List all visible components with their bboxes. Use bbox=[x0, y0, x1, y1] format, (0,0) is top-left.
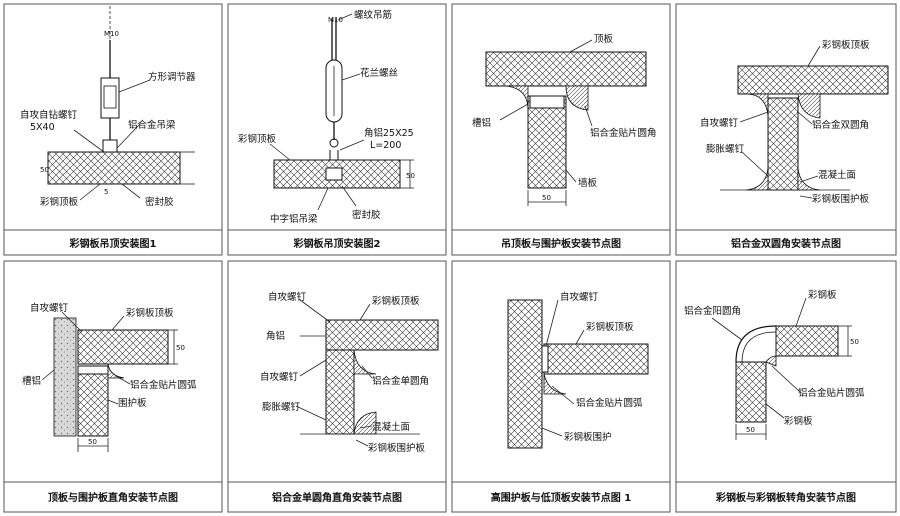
panel-3-ceiling-wall-node: 吊顶板与围护板安装节点图 顶板 槽铝 铝合金贴片圆角 墙板 50 bbox=[451, 3, 671, 256]
panel-6-single-round-node: 铝合金单圆角直角安装节点图 自攻螺钉 彩钢板顶板 角铝 自攻螺钉 铝合金单圆角 … bbox=[227, 260, 447, 513]
panel-1-screw-label: 自攻自钻螺钉 bbox=[20, 109, 78, 121]
panel-2-beam-label: 中字铝吊梁 bbox=[270, 213, 318, 225]
panel-8-caption-box bbox=[675, 481, 897, 513]
panel-6-anchor-label: 膨胀螺钉 bbox=[262, 401, 301, 413]
panel-5-ceiling bbox=[77, 329, 169, 365]
panel-6-single-corner-label: 铝合金单圆角 bbox=[372, 375, 429, 387]
panel-4-double-corner-label: 铝合金双圆角 bbox=[812, 119, 869, 131]
panel-8-panel-bottom-label: 彩钢板 bbox=[784, 415, 813, 427]
panel-7-wall-label: 彩钢板围护 bbox=[564, 431, 612, 443]
panel-7-caption: 高围护板与低顶板安装节点图 1 bbox=[491, 491, 631, 504]
panel-5-wall-label: 围护板 bbox=[118, 397, 147, 409]
panel-4-caption-box bbox=[675, 229, 897, 256]
panel-3-dim-width: 50 bbox=[542, 194, 551, 202]
panel-8-outer-corner-label: 铝合金阳圆角 bbox=[684, 305, 741, 317]
panel-6-wall bbox=[325, 349, 355, 435]
panel-3-channel-label: 槽铝 bbox=[472, 117, 491, 129]
panel-5-caption-box bbox=[3, 481, 223, 513]
panel-5-channel-label: 槽铝 bbox=[22, 375, 41, 387]
panel-6-floor-label: 混凝土面 bbox=[372, 421, 410, 433]
panel-6-wall-label: 彩钢板围护板 bbox=[368, 442, 426, 454]
panel-1-caption-box bbox=[3, 229, 223, 256]
panel-8-frame bbox=[675, 260, 897, 513]
panel-3-ceiling bbox=[485, 51, 647, 87]
panel-7-screw-label: 自攻螺钉 bbox=[560, 291, 599, 303]
panel-8-panel-horizontal bbox=[775, 325, 839, 357]
panel-2-angle-label: 角铝25X25 bbox=[364, 127, 414, 139]
panel-2-caption-box bbox=[227, 229, 447, 256]
panel-3-ceiling-label: 顶板 bbox=[594, 33, 614, 45]
panel-1-dim-gap: 5 bbox=[104, 188, 108, 196]
panel-4-anchor-label: 膨胀螺钉 bbox=[706, 143, 745, 155]
panel-4-ceiling-label: 彩钢板顶板 bbox=[822, 39, 870, 51]
panel-8-arc-label: 铝合金贴片圆弧 bbox=[798, 387, 865, 399]
panel-5-wall bbox=[77, 371, 109, 437]
panel-2-board-label: 彩钢顶板 bbox=[238, 133, 277, 145]
panel-5-arc-label: 铝合金贴片圆弧 bbox=[130, 379, 197, 391]
panel-4-floor-label: 混凝土面 bbox=[818, 169, 856, 181]
panel-4-wall bbox=[767, 97, 799, 191]
panel-1-board bbox=[47, 151, 181, 185]
panel-1-board-label: 彩钢顶板 bbox=[40, 196, 79, 208]
panel-2-rod-label: 螺纹吊筋 bbox=[354, 9, 392, 21]
panel-1-sealant-label: 密封胶 bbox=[145, 196, 174, 208]
panel-2-ceiling-install-2: 彩钢板吊顶安装图2 M10 螺纹吊筋 花兰螺丝 角铝25X25 L=200 50… bbox=[227, 3, 447, 256]
panel-5-dim-thick: 50 bbox=[176, 344, 185, 352]
panel-3-caption: 吊顶板与围护板安装节点图 bbox=[501, 237, 621, 250]
panel-7-high-wall-low-ceiling-node: 高围护板与低顶板安装节点图 1 自攻螺钉 彩钢板顶板 铝合金贴片圆弧 彩钢板围护 bbox=[451, 260, 671, 513]
panel-2-m10-label: M10 bbox=[328, 16, 343, 24]
panel-6-angle-label: 角铝 bbox=[266, 330, 285, 342]
panel-4-wall-label: 彩钢板围护板 bbox=[812, 193, 870, 205]
panel-8-caption: 彩钢板与彩钢板转角安装节点图 bbox=[715, 491, 856, 504]
panel-8-dim-width: 50 bbox=[746, 426, 755, 434]
panel-1-screw-size: 5X40 bbox=[30, 122, 55, 133]
panel-7-ceiling bbox=[543, 343, 649, 375]
panel-6-screw-mid-label: 自攻螺钉 bbox=[260, 371, 299, 383]
panel-5-dim-width: 50 bbox=[88, 438, 97, 446]
panel-1-adjuster-label: 方形调节器 bbox=[148, 71, 196, 83]
panel-8-dim-thick: 50 bbox=[850, 338, 859, 346]
panel-1-caption: 彩钢板吊顶安装图1 bbox=[69, 237, 157, 250]
panel-8-panel-top-label: 彩钢板 bbox=[808, 289, 837, 301]
panel-6-caption: 铝合金单圆角直角安装节点图 bbox=[272, 491, 402, 504]
panel-3-wall-label: 墙板 bbox=[578, 177, 598, 189]
panel-3-caption-box bbox=[451, 229, 671, 256]
panel-2-caption: 彩钢板吊顶安装图2 bbox=[293, 237, 381, 250]
panel-5-caption: 顶板与围护板直角安装节点图 bbox=[48, 491, 178, 504]
panel-2-dim-thick: 50 bbox=[406, 172, 415, 180]
panel-2-turnbuckle-label: 花兰螺丝 bbox=[360, 67, 398, 79]
panel-5-ceiling-label: 彩钢板顶板 bbox=[126, 307, 174, 319]
panel-7-arc-label: 铝合金贴片圆弧 bbox=[576, 397, 643, 409]
panel-4-double-round-node: 铝合金双圆角安装节点图 彩钢板顶板 自攻螺钉 铝合金双圆角 膨胀螺钉 混凝土面 … bbox=[675, 3, 897, 256]
panel-1-ceiling-install-1: 彩钢板吊顶安装图1 M10 方形调节器 铝合金吊梁 自攻自钻螺钉 5X40 50… bbox=[3, 3, 223, 256]
panel-4-caption: 铝合金双圆角安装节点图 bbox=[731, 237, 841, 250]
panel-3-corner-label: 铝合金贴片圆角 bbox=[590, 127, 657, 139]
panel-4-screw-label: 自攻螺钉 bbox=[700, 117, 739, 129]
panel-1-m10-label: M10 bbox=[104, 30, 119, 38]
panel-6-screw-top-label: 自攻螺钉 bbox=[268, 291, 307, 303]
panel-6-ceiling-label: 彩钢板顶板 bbox=[372, 295, 420, 307]
panel-8-panel-vertical bbox=[735, 361, 767, 423]
panel-7-wall bbox=[507, 299, 543, 449]
panel-7-angle bbox=[541, 345, 549, 373]
panel-3-channel bbox=[529, 95, 565, 109]
panel-4-ceiling bbox=[737, 65, 889, 95]
panel-6-ceiling bbox=[325, 319, 439, 351]
panel-7-caption-box bbox=[451, 481, 671, 513]
panel-5-screw-label: 自攻螺钉 bbox=[30, 302, 69, 314]
panel-6-caption-box bbox=[227, 481, 447, 513]
panel-2-angle-len: L=200 bbox=[370, 140, 401, 151]
panel-1-dim-thick: 50 bbox=[40, 166, 49, 174]
panel-2-sealant-label: 密封胶 bbox=[352, 209, 381, 221]
panel-5-channel bbox=[77, 365, 109, 375]
panel-5-concrete-wall bbox=[53, 317, 77, 437]
panel-1-beam-label: 铝合金吊梁 bbox=[128, 119, 176, 131]
panel-3-wall bbox=[527, 95, 567, 189]
panel-2-beam bbox=[325, 167, 343, 181]
panel-8-outer-corner bbox=[735, 325, 777, 363]
panel-8-panel-corner-node: 彩钢板与彩钢板转角安装节点图 50 彩钢板 铝合金阳圆角 铝合金贴片圆弧 彩钢板… bbox=[675, 260, 897, 513]
panel-5-right-angle-node: 顶板与围护板直角安装节点图 50 自攻螺钉 彩钢板顶板 槽铝 铝合金贴片圆弧 围… bbox=[3, 260, 223, 513]
panel-7-ceiling-label: 彩钢板顶板 bbox=[586, 321, 634, 333]
